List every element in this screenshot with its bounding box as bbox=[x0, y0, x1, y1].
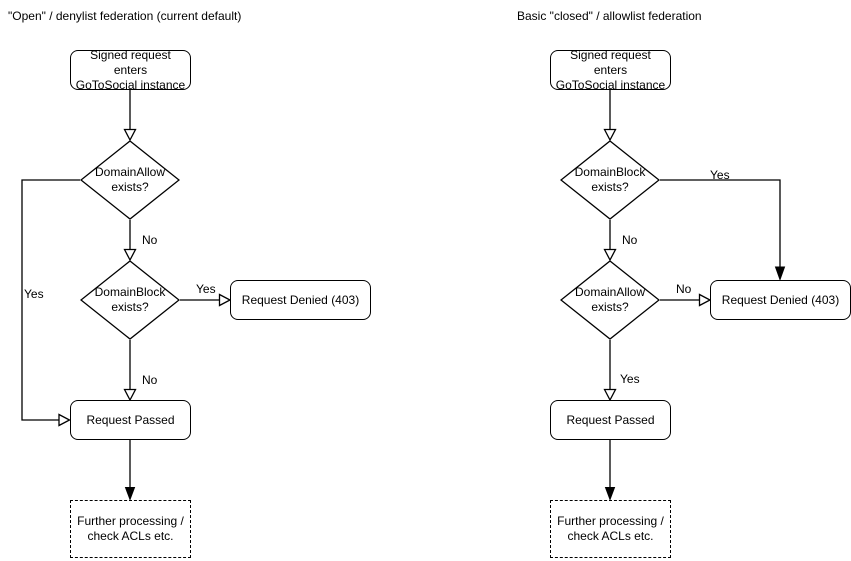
chart-title: Basic "closed" / allowlist federation bbox=[517, 9, 702, 23]
node-entry: Signed request enters GoToSocial instanc… bbox=[550, 48, 671, 92]
node-entry: Signed request enters GoToSocial instanc… bbox=[70, 48, 191, 92]
arrowhead-open-icon bbox=[698, 293, 712, 307]
node-decision-domainblock: DomainBlock exists? bbox=[80, 260, 180, 340]
node-request-denied: Request Denied (403) bbox=[230, 280, 371, 320]
node-further-processing: Further processing / check ACLs etc. bbox=[70, 500, 191, 558]
node-decision-domainallow: DomainAllow exists? bbox=[80, 140, 180, 220]
node-decision-domainblock: DomainBlock exists? bbox=[560, 140, 660, 220]
edges-closed-allowlist bbox=[603, 90, 786, 501]
edge-domainallow-yes-to-passed bbox=[21, 179, 80, 421]
arrowhead-filled-icon bbox=[604, 487, 616, 501]
decision-label: DomainBlock exists? bbox=[94, 285, 166, 314]
node-request-denied: Request Denied (403) bbox=[710, 280, 851, 320]
arrowhead-open-icon bbox=[603, 128, 617, 142]
edge-label-domainallow-yes: Yes bbox=[620, 372, 640, 386]
node-further-processing: Further processing / check ACLs etc. bbox=[550, 500, 671, 558]
edges-open-denylist bbox=[21, 90, 232, 501]
diamond-shape-icon bbox=[80, 260, 180, 340]
arrowhead-open-icon bbox=[603, 388, 617, 402]
edge-label-domainblock-yes: Yes bbox=[710, 168, 730, 182]
diamond-shape-icon bbox=[80, 140, 180, 220]
node-decision-domainallow: DomainAllow exists? bbox=[560, 260, 660, 340]
decision-label: DomainAllow exists? bbox=[94, 165, 166, 194]
edge-label-domainallow-no: No bbox=[676, 282, 692, 296]
chart-title: "Open" / denylist federation (current de… bbox=[8, 9, 242, 23]
edge-label-domainblock-no: No bbox=[622, 233, 638, 247]
diamond-shape-icon bbox=[560, 140, 660, 220]
arrowhead-filled-icon bbox=[124, 487, 136, 501]
decision-label: DomainAllow exists? bbox=[574, 285, 646, 314]
node-request-passed: Request Passed bbox=[70, 400, 191, 440]
edge-label-domainblock-no: No bbox=[142, 373, 158, 387]
arrowhead-open-icon bbox=[603, 248, 617, 262]
arrowhead-open-icon bbox=[123, 128, 137, 142]
edge-label-domainallow-no: No bbox=[142, 233, 158, 247]
edge-label-domainblock-yes: Yes bbox=[196, 282, 216, 296]
arrowhead-filled-icon bbox=[774, 266, 786, 281]
arrowhead-open-icon bbox=[218, 293, 232, 307]
decision-label: DomainBlock exists? bbox=[574, 165, 646, 194]
arrowhead-open-icon bbox=[58, 413, 71, 427]
edge-label-domainallow-yes: Yes bbox=[24, 287, 44, 301]
edge-domainblock-yes-to-denied bbox=[660, 179, 781, 267]
node-request-passed: Request Passed bbox=[550, 400, 671, 440]
arrowhead-open-icon bbox=[123, 388, 137, 402]
arrowhead-open-icon bbox=[123, 248, 137, 262]
diamond-shape-icon bbox=[560, 260, 660, 340]
